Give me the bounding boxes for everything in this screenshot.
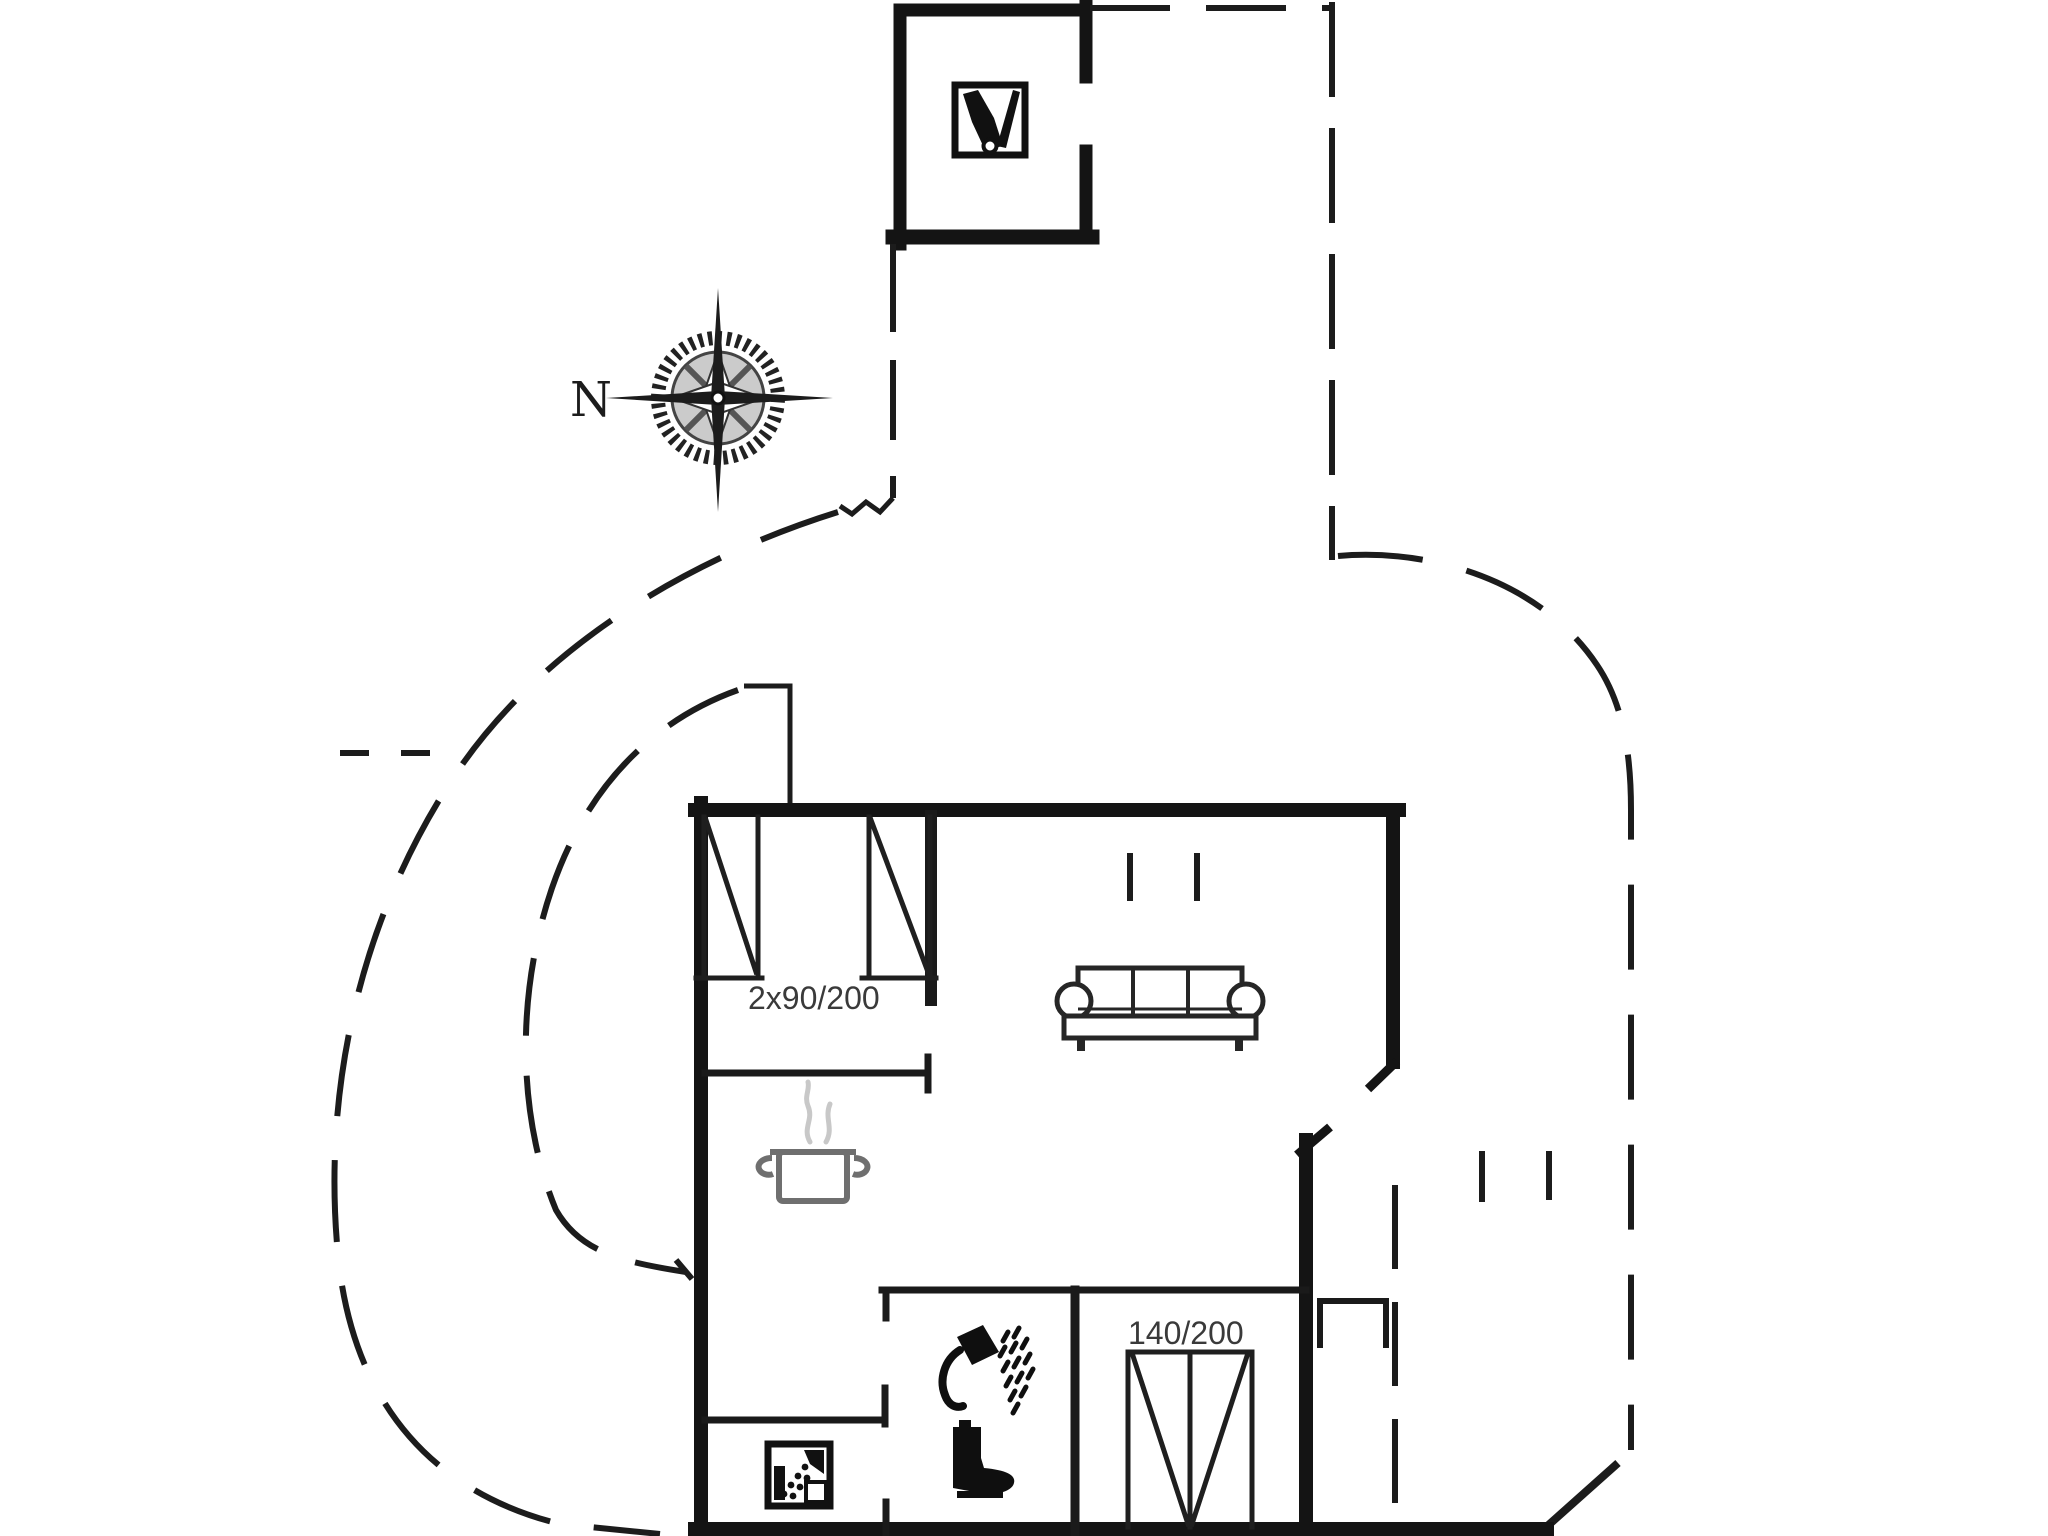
compass-rose-icon — [606, 288, 833, 512]
single-bed-symbols — [693, 814, 939, 981]
utility-appliance-icon — [764, 1440, 834, 1510]
boundary-break-zigzag — [838, 496, 895, 518]
cooking-pot-icon — [755, 1079, 871, 1204]
sofa-icon — [1054, 965, 1266, 1051]
entrance-door-swing — [1294, 1123, 1333, 1159]
shed-outbuilding — [885, 0, 1100, 251]
east-terrace-arc — [1337, 551, 1634, 1450]
single-beds-size-label: 2x90/200 — [748, 980, 880, 1016]
gate-marks-east — [1479, 1151, 1552, 1202]
gate-marks-top — [1127, 853, 1200, 901]
door-swing-symbols — [1294, 1057, 1401, 1159]
inner-terrace-arc — [522, 687, 740, 1275]
single-bed-1 — [693, 814, 765, 981]
double-bed-symbol — [1125, 1349, 1255, 1530]
shower-spray-droplets — [997, 1325, 1036, 1416]
terrace-corner-chamfer — [1541, 1460, 1621, 1532]
toilet-icon — [953, 1420, 1015, 1498]
shed-tools-icon — [951, 81, 1029, 159]
terrace-boundary — [331, 2, 1634, 1536]
compass-north-label: N — [570, 372, 612, 428]
house-exterior-walls — [688, 796, 1554, 1536]
shower-icon — [938, 1325, 1036, 1416]
outer-terrace-arc — [331, 509, 839, 1536]
terrace-door-swing — [1364, 1057, 1401, 1093]
steam-icon — [804, 1079, 833, 1145]
cupboard-symbol — [1317, 1298, 1389, 1348]
single-bed-2 — [859, 814, 939, 981]
double-bed-size-label: 140/200 — [1128, 1315, 1244, 1351]
